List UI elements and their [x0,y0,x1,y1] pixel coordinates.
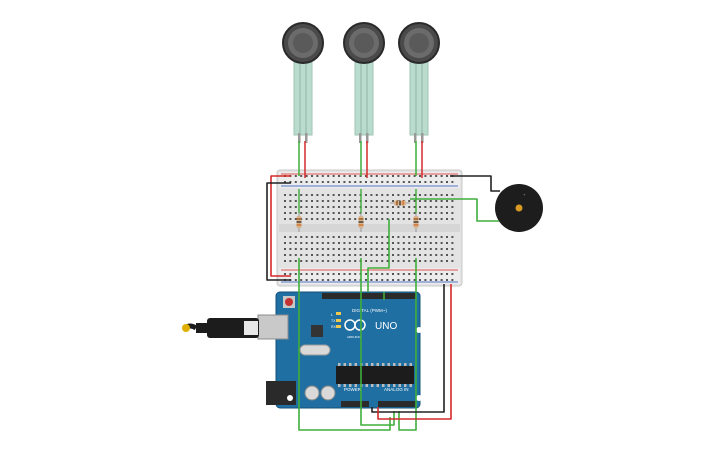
wire-green [298,258,391,431]
mount-hole [287,395,293,401]
rx-label: RX [331,325,337,329]
wire-red [270,175,291,277]
svg-text:ARDUINO: ARDUINO [347,335,362,339]
wires [266,141,500,431]
force-sensor[interactable] [398,22,440,143]
arduino-uno-board[interactable]: DIGITAL (PWM~) ARDUINO UNO TX RX L POWER… [257,291,422,409]
wire-green [360,258,395,426]
power-jack[interactable] [266,381,296,405]
l-label: L [331,313,333,317]
wire-black [371,284,445,413]
tx-label: TX [331,319,336,323]
digital-header[interactable] [322,293,416,299]
piezo-buzzer[interactable]: + [495,184,543,232]
reset-button[interactable] [285,298,293,306]
wire-green [410,198,499,222]
wire-black [266,182,291,281]
force-sensor[interactable] [343,22,385,143]
resistor[interactable] [358,212,364,232]
resistor[interactable] [390,200,410,206]
wire-green [398,258,417,431]
resistor[interactable] [413,212,419,232]
digital-label: DIGITAL (PWM~) [352,308,387,313]
analog-label: ANALOG IN [384,387,409,392]
crystal [299,344,331,356]
power-label: POWER [344,387,362,392]
wire-red [377,284,452,420]
usb-cable[interactable] [182,318,259,338]
breadboard-holes [284,175,454,281]
wire-green [367,219,390,292]
usb-chip [311,325,323,337]
capacitor [320,385,336,401]
force-sensors [282,22,440,143]
mount-hole [416,395,422,401]
resistors [296,200,419,232]
force-sensor[interactable] [282,22,324,143]
uno-brand: UNO [375,321,397,332]
resistor[interactable] [296,212,302,232]
atmega-chip [336,366,414,384]
capacitor [304,385,320,401]
mount-hole [416,327,422,333]
power-header[interactable] [341,401,369,407]
wire-black [450,175,500,192]
arduino-logo: ARDUINO [344,319,366,339]
svg-text:+: + [523,192,526,197]
usb-port[interactable] [257,314,289,340]
analog-header[interactable] [378,401,416,407]
